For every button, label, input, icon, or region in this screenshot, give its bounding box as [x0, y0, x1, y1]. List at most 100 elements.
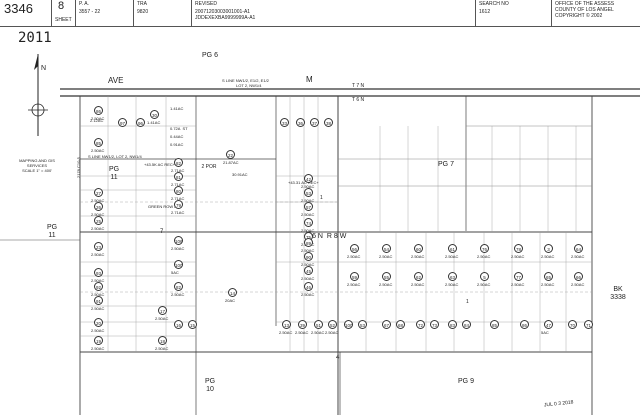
parcel-number: 66 [574, 272, 583, 281]
parcel-number: 18 [158, 336, 167, 345]
parcel-acreage: 2.50AC [411, 254, 425, 259]
parcel-number: 17 [158, 306, 167, 315]
office-line-2: COUNTY OF LOS ANGEL [555, 7, 614, 13]
search-no-label: SEARCH NO [479, 1, 509, 7]
parcel-acreage: 2.50AC [301, 212, 315, 217]
parcel-acreage: 2.50AC [411, 282, 425, 287]
parcel-acreage: 2.50AC [91, 346, 105, 351]
revised-value-1: 20071203003001001-A1 [195, 9, 251, 15]
parcel-number: 97 [118, 118, 127, 127]
parcel-number: 85 [94, 138, 103, 147]
parcel-number: 106 [174, 236, 183, 245]
tra-cell: TRA 9820 [134, 0, 192, 26]
note-tiny-2: 0.44AC [170, 134, 184, 139]
parcel-number: 92 [94, 282, 103, 291]
parcel-acreage: 2.71AC [171, 182, 185, 187]
parcel-number: 96 [136, 118, 145, 127]
page-ref-pg11-a: PG 11 [108, 166, 120, 181]
parcel-acreage: 2.50AC [91, 252, 105, 257]
parcel-acreage: 20AC [225, 298, 236, 303]
tra-label: TRA [137, 1, 147, 7]
parcel-number: 47 [544, 320, 553, 329]
parcel-acreage: 2.50AC [445, 254, 459, 259]
parcel-acreage: 2.50AC [301, 184, 315, 189]
parcel-acreage: 2.50AC [91, 306, 105, 311]
parcel-number: 89 [304, 238, 313, 247]
ave-label: AVE [108, 76, 124, 85]
parcel-acreage: 2.50AC [301, 276, 315, 281]
parcel-acreage: 2.50AC [347, 282, 361, 287]
parcel-acreage: 2.50AC [171, 292, 185, 297]
parcel-number: 68 [396, 320, 405, 329]
parcel-number: 54 [382, 244, 391, 253]
revised-cell: REVISED 20071203003001001-A1 JDDEXEXBA99… [192, 0, 476, 26]
road-m-label: M [306, 75, 313, 84]
parcel-number: 5 [480, 272, 489, 281]
parcel-acreage: 2.50AC [571, 282, 585, 287]
parcel-number: 39 [298, 320, 307, 329]
line-note-top: S LINE NW1/2, E1/2, E1/2 [222, 78, 269, 83]
parcel-acreage: 2.50AC [511, 282, 525, 287]
note-one-a: 1 [320, 195, 323, 201]
note-one-b: 1 [466, 299, 469, 305]
parcel-number: 38 [324, 118, 333, 127]
parcel-number: 82 [174, 158, 183, 167]
revised-value-2: JDDEXEXBA9999999A-A1 [195, 15, 256, 21]
parcel-acreage: 2.50AC [295, 330, 309, 335]
parcel-acreage: 2.50AC [477, 254, 491, 259]
parcel-number: 100 [344, 320, 353, 329]
parcel-number: 20 [94, 318, 103, 327]
page-ref-bk: BK 3338 [610, 286, 626, 301]
parcel-acreage: 2.50AC [91, 116, 105, 121]
parcel-number: 59 [350, 272, 359, 281]
parcel-number: 65 [544, 272, 553, 281]
parcel-number: 73 [430, 320, 439, 329]
note-ac-mid-3: 30.91AC [232, 172, 248, 177]
parcel-acreage: 2.50AC [445, 282, 459, 287]
parcel-acreage: 2.50AC [379, 254, 393, 259]
parcel-number: 91 [94, 296, 103, 305]
parcel-acreage: 2.50AC [301, 228, 315, 233]
parcel-number: 52 [328, 320, 337, 329]
parcel-number: 74 [304, 218, 313, 227]
page-ref-pg10: PG 10 [204, 378, 216, 393]
parcel-number: 67 [382, 320, 391, 329]
year-label: 2011 [18, 30, 52, 46]
tra-value: 9820 [137, 9, 149, 15]
parcel-number: 82 [174, 282, 183, 291]
title-block: 3346 8 SHEET P. A. 3557 - 22 TRA 9820 RE… [0, 0, 640, 27]
parcel-acreage: 2.50AC [541, 254, 555, 259]
note-ac-mid-1: +43.5K AC REC+ [144, 162, 176, 167]
pa-label: P. A. [79, 1, 89, 7]
township-north: T 7 N [352, 83, 365, 89]
parcel-number: 85 [490, 320, 499, 329]
parcel-number: 71 [584, 320, 593, 329]
page-ref-pg11-b: PG 11 [46, 224, 58, 239]
parcel-number: 27 [94, 188, 103, 197]
pa-cell: P. A. 3557 - 22 [76, 0, 134, 26]
parcel-acreage: 2.50AC [301, 248, 315, 253]
parcel-number: 25 [94, 216, 103, 225]
parcel-acreage: 2.71AC [171, 210, 185, 215]
parcel-number: 64 [574, 244, 583, 253]
parcel-number: 22 [226, 150, 235, 159]
parcel-number: 14 [228, 288, 237, 297]
parcel-acreage: 2.50AC [325, 330, 339, 335]
parcel-number: 37 [310, 118, 319, 127]
note-tiny-1: 1.41AC [170, 106, 184, 111]
parcel-number: 55 [382, 272, 391, 281]
parcel-number: 16 [174, 320, 183, 329]
sheet-label: SHEET [55, 17, 72, 23]
parcel-acreage: 2.71AC [171, 196, 185, 201]
parcel-number: 33 [280, 118, 289, 127]
page-ref-pg9: PG 9 [458, 378, 474, 385]
parcel-number: 60 [414, 244, 423, 253]
parcel-number: 45 [304, 266, 313, 275]
parcel-number: 79 [174, 200, 183, 209]
page-ref-pg7: PG 7 [438, 161, 454, 168]
note-tiny-3: 0.91AC [170, 142, 184, 147]
line-note-mid: S LINE NW1/2, LOT 2, NW1/4 [88, 154, 142, 159]
parcel-number: 80 [174, 186, 183, 195]
sheet-number: 8 [58, 0, 65, 12]
parcel-number: 72 [416, 320, 425, 329]
